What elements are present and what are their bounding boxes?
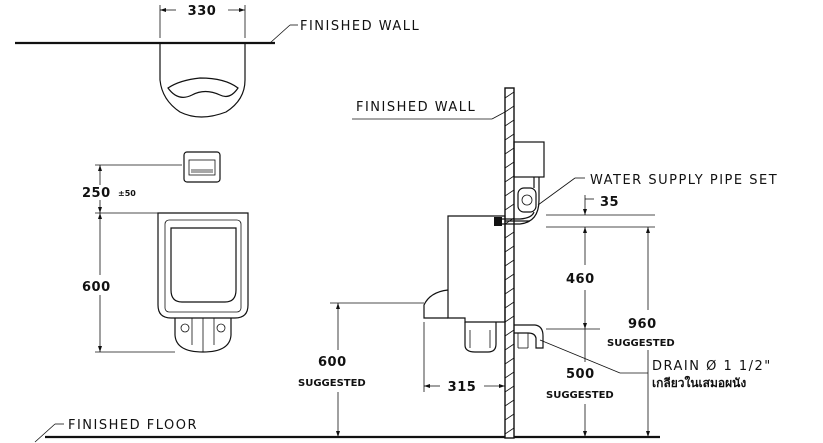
dim-500: 500 bbox=[566, 367, 595, 382]
tolerance-50: ±50 bbox=[118, 189, 136, 198]
finished-floor: FINISHED FLOOR bbox=[34, 418, 660, 443]
top-view: FINISHED WALL 330 bbox=[15, 4, 420, 118]
urinal-top-outline bbox=[159, 44, 246, 118]
finished-floor-label: FINISHED FLOOR bbox=[68, 418, 198, 433]
urinal-top-bowl bbox=[167, 77, 239, 98]
dim-250: 250 bbox=[82, 186, 111, 201]
suggested-500: SUGGESTED bbox=[546, 390, 614, 401]
dim-600-side: 600 bbox=[318, 355, 347, 370]
dim-330: 330 bbox=[188, 4, 217, 19]
top-wall-leader bbox=[269, 24, 291, 44]
dim-960: 960 bbox=[628, 317, 657, 332]
dim-460: 460 bbox=[566, 272, 595, 287]
water-supply-label: WATER SUPPLY PIPE SET bbox=[590, 173, 778, 188]
drain-thai-label: เกลียวในเสมอผนัง bbox=[652, 375, 746, 390]
dim-35: 35 bbox=[600, 195, 619, 210]
urinal-side-trap bbox=[464, 322, 497, 353]
top-finished-wall-label: FINISHED WALL bbox=[300, 19, 420, 34]
side-finished-wall-label: FINISHED WALL bbox=[356, 100, 476, 115]
dim-315: 315 bbox=[448, 380, 477, 395]
urinal-side-lip bbox=[423, 289, 449, 319]
suggested-600: SUGGESTED bbox=[298, 378, 366, 389]
urinal-side-body bbox=[447, 215, 506, 323]
drain-pipe bbox=[514, 324, 544, 349]
drain-label: DRAIN Ø 1 1/2" bbox=[652, 359, 772, 374]
suggested-960: SUGGESTED bbox=[607, 338, 675, 349]
urinal-front-outline bbox=[157, 212, 249, 319]
urinal-front-bowl bbox=[170, 227, 237, 303]
side-view: FINISHED WALL WATER SUPPLY PIPE SET DRAI… bbox=[298, 87, 778, 439]
flush-valve-box bbox=[183, 151, 221, 183]
front-view: 250 ±50 600 bbox=[82, 151, 249, 353]
dim-600-front: 600 bbox=[82, 280, 111, 295]
flush-valve-side bbox=[513, 141, 545, 178]
